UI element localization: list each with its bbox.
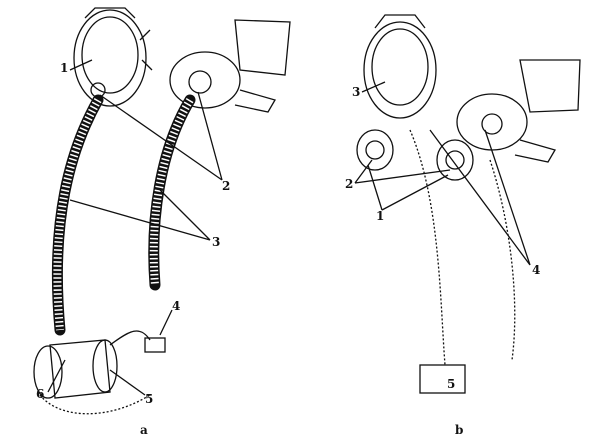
caption-b: b	[455, 423, 464, 437]
label-b-2: 2	[345, 177, 354, 191]
label-a-6: 6	[36, 387, 45, 401]
canister-a	[33, 330, 166, 415]
half-mask-a	[169, 19, 291, 113]
label-b-5: 5	[447, 377, 456, 391]
label-a-3: 3	[212, 235, 221, 249]
caption-a: a	[140, 423, 148, 437]
label-a-4: 4	[172, 299, 181, 313]
label-b-1: 1	[376, 209, 385, 223]
hose-a	[51, 94, 104, 336]
hose-a2	[148, 94, 196, 291]
label-a-1: 1	[60, 61, 69, 75]
label-a-2: 2	[222, 179, 231, 193]
full-face-mask-b	[356, 14, 437, 171]
half-mask-b	[436, 59, 581, 181]
label-b-3: 3	[352, 85, 361, 99]
label-b-4: 4	[532, 263, 541, 277]
battery-box-b	[419, 364, 466, 394]
label-a-5: 5	[145, 392, 154, 406]
full-face-mask-a	[73, 7, 153, 107]
